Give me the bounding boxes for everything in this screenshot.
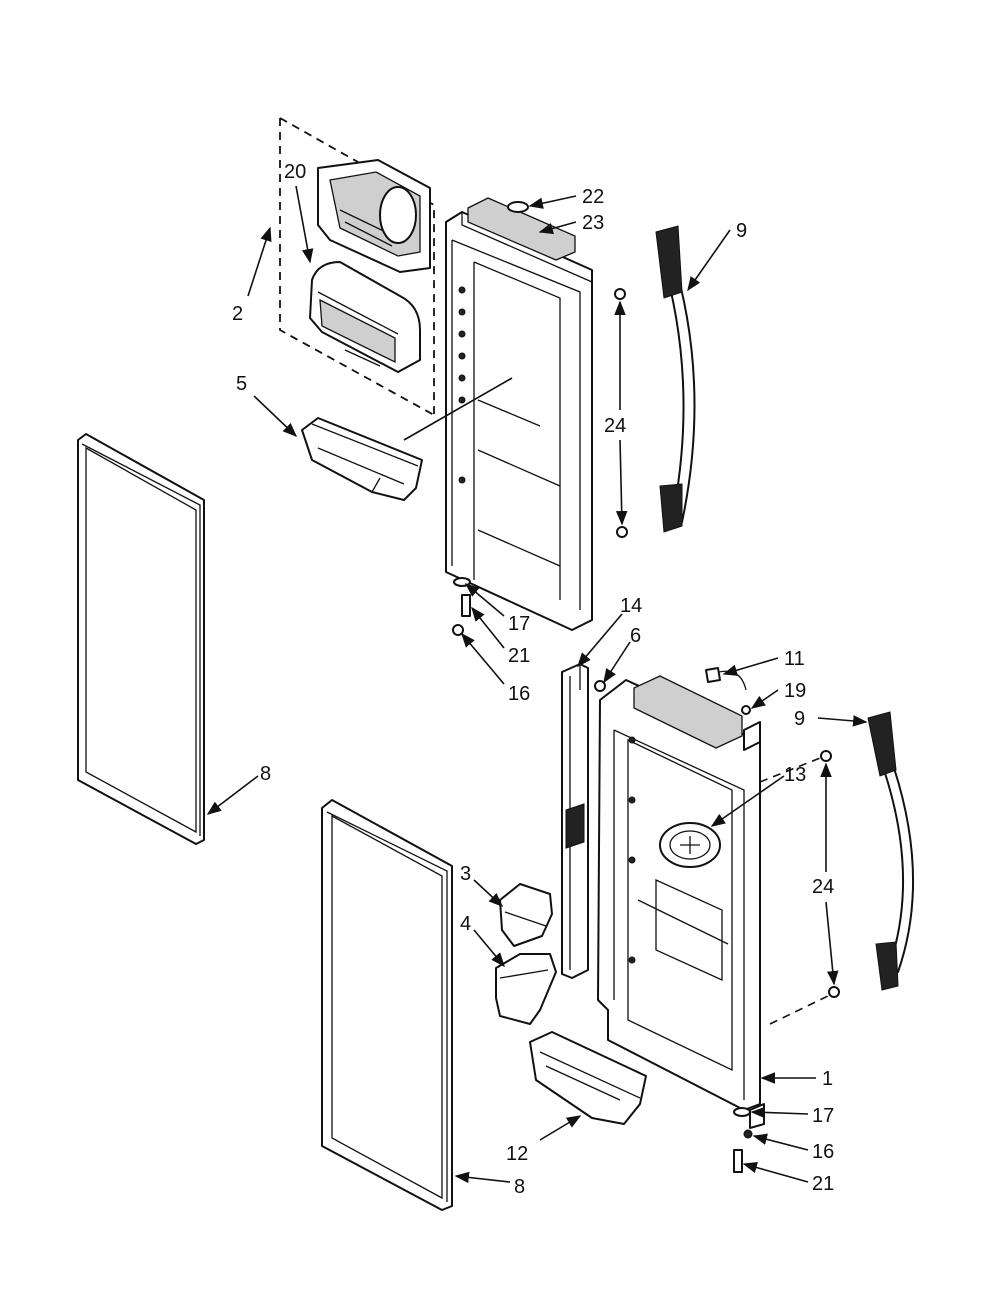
callout-23: 23 — [582, 212, 604, 234]
callout-5: 5 — [236, 373, 247, 395]
callout-22: 22 — [582, 186, 604, 208]
callout-14: 14 — [620, 595, 642, 617]
door-strip-part-14 — [561, 663, 589, 979]
kit-dashed-outline — [279, 117, 435, 416]
clip-part-22 — [507, 201, 529, 213]
door-bin-part-3 — [499, 883, 553, 947]
dispenser-cover-part — [317, 159, 431, 273]
callout-1: 1 — [822, 1068, 833, 1090]
callout-16-upper: 16 — [508, 683, 530, 705]
door-bin-part-12 — [529, 1031, 647, 1125]
callout-21-lower: 21 — [812, 1173, 834, 1195]
lower-hinge-hardware — [733, 1107, 753, 1173]
callout-16-lower: 16 — [812, 1141, 834, 1163]
callout-13: 13 — [784, 764, 806, 786]
callout-24-lower: 24 — [812, 876, 834, 898]
upper-hinge-hardware — [452, 577, 471, 636]
door-bin-part-5 — [301, 417, 423, 501]
wire-part-11 — [705, 667, 747, 691]
gasket-part-lower — [321, 799, 453, 1211]
callout-9-lower: 9 — [794, 708, 805, 730]
callout-labels: 2 20 5 22 23 9 24 17 21 16 8 14 6 11 19 … — [232, 161, 834, 1198]
lower-door-liner-part — [597, 675, 765, 1129]
callout-4: 4 — [460, 913, 471, 935]
callout-24-upper: 24 — [604, 415, 626, 437]
callout-20: 20 — [284, 161, 306, 183]
callout-3: 3 — [460, 863, 471, 885]
plug-part-19 — [741, 705, 751, 715]
callout-17-upper: 17 — [508, 613, 530, 635]
callout-9-upper: 9 — [736, 220, 747, 242]
callout-2: 2 — [232, 303, 243, 325]
upper-handle-part — [614, 225, 696, 538]
leader-lines — [206, 185, 868, 1184]
gasket-part-upper — [77, 433, 205, 845]
callout-6: 6 — [630, 625, 641, 647]
callout-19: 19 — [784, 680, 806, 702]
screw-part-6 — [594, 680, 606, 692]
callout-8-upper: 8 — [260, 763, 271, 785]
callout-8-lower: 8 — [514, 1176, 525, 1198]
callout-12: 12 — [506, 1143, 528, 1165]
upper-door-liner-part — [445, 197, 593, 631]
callout-21-upper: 21 — [508, 645, 530, 667]
ice-bin-part — [309, 261, 421, 373]
door-bin-part-4 — [495, 953, 557, 1025]
callout-17-lower: 17 — [812, 1105, 834, 1127]
callout-11: 11 — [784, 648, 805, 670]
lower-handle-part — [820, 711, 915, 998]
